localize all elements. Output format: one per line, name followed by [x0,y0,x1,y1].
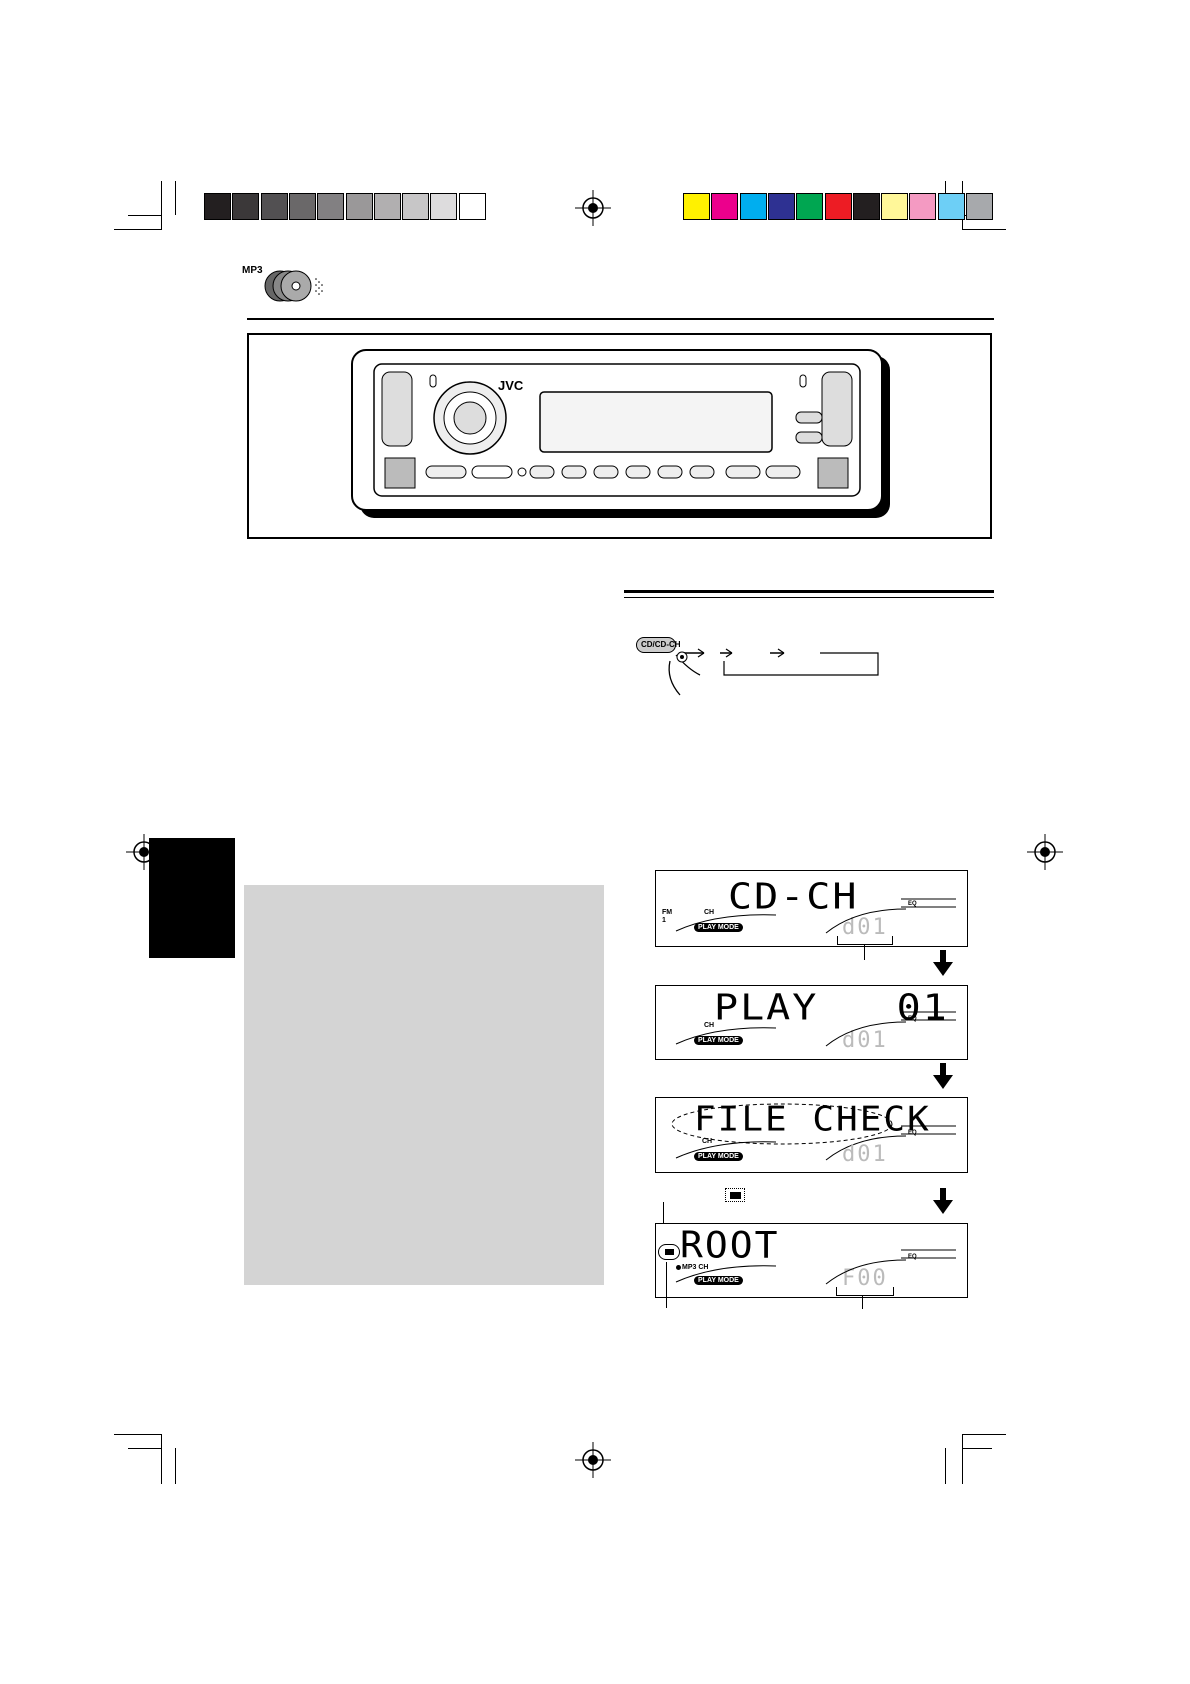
mp3-leader [666,1262,667,1308]
gray-swatch [402,193,430,220]
source-cycle-diagram [668,648,879,696]
gray-swatch [204,193,231,220]
mp3-label: MP3 [242,265,263,276]
language-tab [149,838,235,958]
cd-ch-button[interactable]: CD/CD-CH [636,637,681,653]
registration-mark-bottom [575,1442,611,1478]
color-swatch [796,193,824,220]
ch-indicator: CH [704,909,715,916]
lcd-main-text: PLAY 01 [714,987,949,1029]
cd-ch-button-label: CD/CD-CH [641,640,681,649]
play-mode-indicator: PLAY MODE [694,923,743,932]
color-swatch [711,193,739,220]
registration-mark-right [1027,834,1063,870]
play-mode-indicator: PLAY MODE [694,1152,743,1161]
step-arrow-1 [933,950,953,976]
disc-number: d01 [842,1142,888,1167]
lcd-decor [675,1249,956,1285]
disc-number: d01 [842,1028,888,1053]
mp3-section-icon: MP3 [242,265,332,305]
gray-swatch [430,193,458,220]
lcd-main-text: FILE CHECK [694,1100,931,1139]
lcd-display-1: CD-CH FM 1 CH PLAY MODE EQ d01 [655,870,968,947]
lcd-display-3: FILE CHECK CH PLAY MODE EQ d01 [655,1097,968,1173]
gray-swatch [317,193,345,220]
lcd-decor [675,1011,956,1047]
color-swatch [966,193,993,220]
note-box [244,885,604,1285]
folder-leader-4 [862,1295,863,1309]
folder-indicator-icon [658,1244,680,1260]
mp3-ch-indicator: MP3 CH [682,1264,709,1271]
gray-swatch [373,193,401,220]
disc-bracket-1 [837,936,893,945]
eq-indicator: EQ [908,1130,917,1136]
step-arrow-3 [933,1188,953,1214]
eq-indicator: EQ [908,901,917,907]
gray-swatch [288,193,316,220]
blink-burst [671,1103,956,1161]
color-swatch [683,193,710,220]
lcd-main-text: CD-CH [728,876,859,918]
color-swatch [937,193,965,220]
band-indicator: 1 [662,917,666,924]
subsection-rule [624,590,994,593]
folder-icon [725,1188,745,1202]
gray-swatch [345,193,373,220]
fm-indicator: FM [662,909,673,916]
color-swatch [909,193,937,220]
lcd-display-2: PLAY 01 CH PLAY MODE EQ d01 [655,985,968,1060]
section-rule [247,318,994,320]
play-mode-indicator: PLAY MODE [694,1036,743,1045]
color-swatch [881,193,909,220]
registration-mark-top [575,190,611,226]
color-swatch [852,193,880,220]
ch-indicator: CH [704,1022,715,1029]
car-stereo-illustration: JVC [351,349,890,518]
disc-leader-1 [864,944,865,960]
step-arrow-2 [933,1063,953,1089]
lcd-display-4: ROOT MP3 CH PLAY MODE EQ F00 [655,1223,968,1298]
gray-swatch [260,193,288,220]
disc-stack-icon [264,270,323,302]
lcd-main-text: ROOT [680,1224,780,1266]
gray-swatch [458,193,486,220]
disc-number: d01 [842,915,888,940]
color-swatch [767,193,795,220]
color-swatch [739,193,767,220]
gray-swatch [232,193,260,220]
unit-illustration-frame [247,333,992,539]
eq-indicator: EQ [908,1254,917,1260]
lcd-decor [675,898,956,934]
mp3-indicator-dot [676,1265,681,1270]
ch-indicator: CH [702,1138,713,1145]
play-mode-indicator: PLAY MODE [694,1276,743,1285]
color-swatch [824,193,852,220]
eq-indicator: EQ [908,1016,917,1022]
folder-number: F00 [842,1266,888,1291]
folder-bracket-4 [836,1287,894,1296]
brand-logo: JVC [498,378,524,393]
subsection-rule-thin [624,597,994,598]
